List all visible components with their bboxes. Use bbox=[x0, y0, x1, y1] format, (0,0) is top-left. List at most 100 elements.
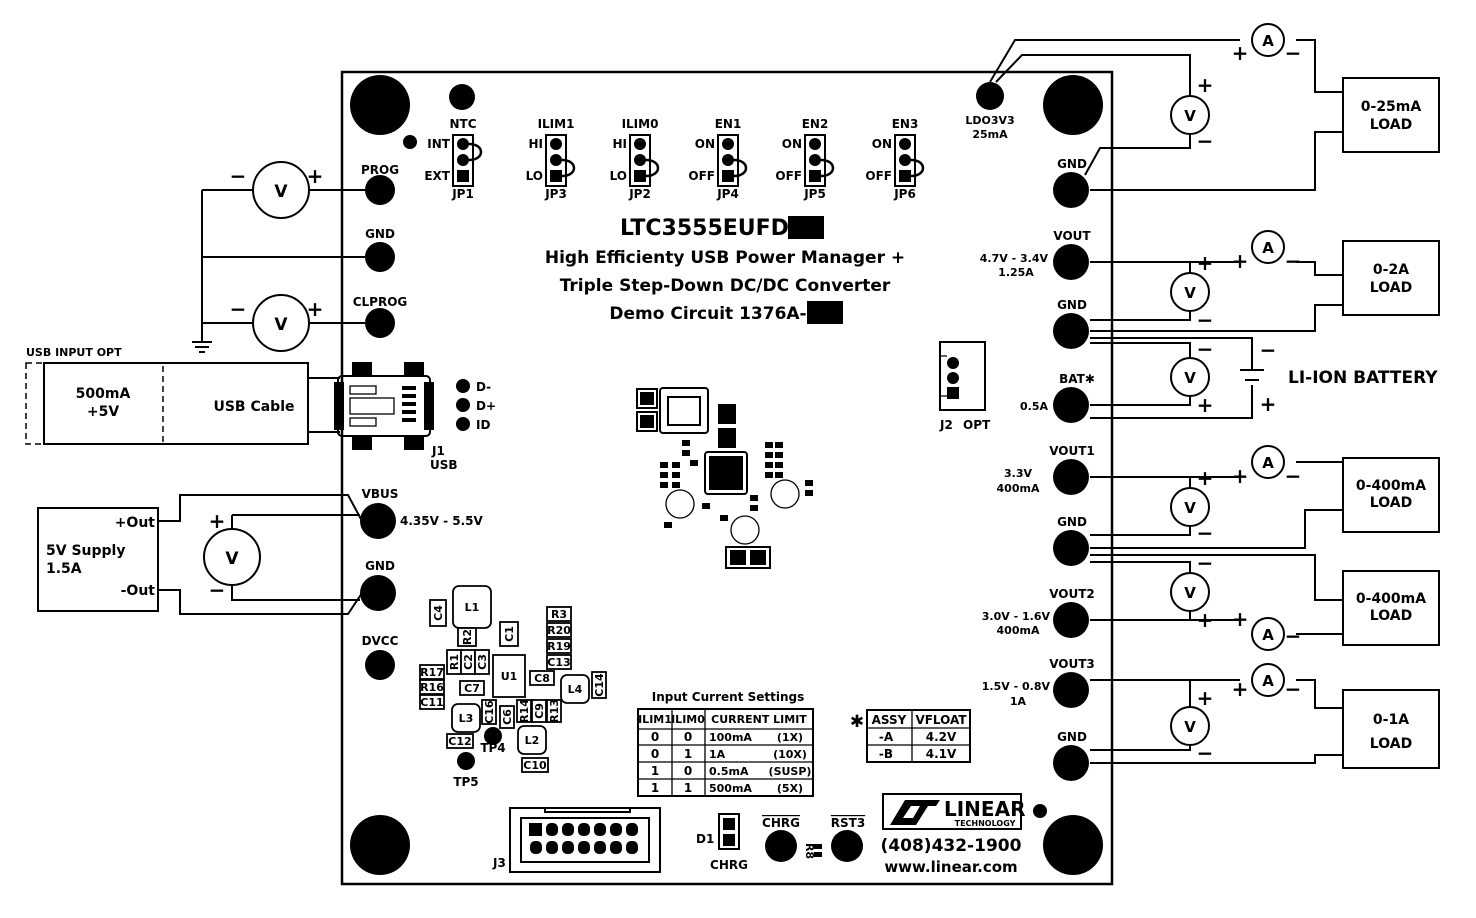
vout3-terminal[interactable] bbox=[1053, 672, 1089, 708]
j1-name: USB bbox=[430, 458, 458, 472]
bat-terminal[interactable] bbox=[1053, 387, 1089, 423]
gnd-a-label: GND bbox=[1057, 157, 1087, 171]
table-cell: 1 bbox=[651, 781, 659, 795]
vbus-label: VBUS bbox=[362, 487, 399, 501]
vout2-voltage: 3.0V - 1.6V bbox=[982, 610, 1051, 623]
component-label: L2 bbox=[525, 734, 540, 747]
plus-sign: − bbox=[1197, 337, 1214, 361]
plus-sign: + bbox=[307, 297, 324, 321]
gnd-c-terminal[interactable] bbox=[1053, 530, 1089, 566]
jumper-top-label: HI bbox=[612, 137, 627, 151]
component-c12: C12 bbox=[446, 733, 474, 749]
jumper-ref: JP4 bbox=[716, 187, 739, 201]
component-c10: C10 bbox=[521, 757, 549, 773]
gnd-d-terminal[interactable] bbox=[1053, 745, 1089, 781]
battery-label: LI-ION BATTERY bbox=[1288, 368, 1438, 388]
vbus-terminal[interactable] bbox=[360, 503, 396, 539]
rst3-label: RST3 bbox=[831, 816, 865, 830]
jumper-ref: JP3 bbox=[544, 187, 567, 201]
jumper-top-label: HI bbox=[528, 137, 543, 151]
rst3-button[interactable] bbox=[831, 830, 863, 862]
gnd1-terminal[interactable] bbox=[365, 242, 395, 272]
component-label: R1 bbox=[448, 654, 461, 670]
plus-sign: + bbox=[1232, 249, 1249, 273]
vout-range: 4.7V - 3.4V bbox=[980, 252, 1049, 265]
component-label: C9 bbox=[533, 703, 546, 719]
component-r2: R2 bbox=[457, 627, 477, 647]
title-line-2: Triple Step-Down DC/DC Converter bbox=[560, 276, 891, 296]
vout3-current: 1A bbox=[1010, 695, 1027, 708]
meter-symbol: V bbox=[1184, 107, 1196, 125]
chrg-button[interactable] bbox=[765, 830, 797, 862]
tp5-pad[interactable] bbox=[457, 752, 475, 770]
phone-number: (408)432-1900 bbox=[881, 836, 1022, 856]
load1-range: 0-25mA bbox=[1361, 99, 1422, 115]
jumper-name: EN1 bbox=[715, 117, 742, 131]
vout3-voltage: 1.5V - 0.8V bbox=[982, 680, 1051, 693]
component-l4: L4 bbox=[560, 674, 590, 704]
tp4-pad[interactable] bbox=[484, 727, 502, 745]
vout-terminal[interactable] bbox=[1053, 244, 1089, 280]
vout1-terminal[interactable] bbox=[1053, 459, 1089, 495]
load-wiring bbox=[989, 39, 1440, 769]
ldo-current: 25mA bbox=[972, 128, 1008, 141]
clprog-terminal[interactable] bbox=[365, 308, 395, 338]
meter-symbol: V bbox=[1184, 499, 1196, 517]
plus-sign: + bbox=[1232, 677, 1249, 701]
component-label: R13 bbox=[548, 699, 561, 723]
tp5-label: TP5 bbox=[453, 775, 478, 789]
table-cell: 0.5mA bbox=[709, 765, 749, 778]
gnd-b-terminal[interactable] bbox=[1053, 313, 1089, 349]
component-l2: L2 bbox=[517, 725, 547, 755]
usb-input-section: USB INPUT OPT 500mA +5V USB Cable J1 USB bbox=[25, 346, 496, 472]
chrg-label: CHRG bbox=[762, 816, 800, 830]
gnd2-terminal[interactable] bbox=[360, 575, 396, 611]
plus-sign: + bbox=[1232, 607, 1249, 631]
bottom-section: J3 D1 CHRG CHRG R8 RST3 LINEAR TECHNOLOG… bbox=[492, 793, 1025, 876]
table-header: VFLOAT bbox=[915, 713, 967, 727]
gnd-a-terminal[interactable] bbox=[1053, 172, 1089, 208]
vout1-label: VOUT1 bbox=[1049, 444, 1095, 458]
component-label: C13 bbox=[547, 656, 570, 669]
supply-section: 5V Supply 1.5A +Out -Out V + − bbox=[37, 494, 363, 615]
table-cell: 1 bbox=[651, 764, 659, 778]
component-c1: C1 bbox=[499, 621, 519, 647]
jumper-name: EN3 bbox=[892, 117, 919, 131]
meter-symbol: A bbox=[1262, 32, 1274, 50]
table-cell: (10X) bbox=[773, 748, 807, 761]
component-c6: C6 bbox=[499, 705, 515, 729]
voltmeter-icon bbox=[252, 294, 310, 352]
d-plus-label: D+ bbox=[476, 399, 496, 413]
table-header: ILIM1 bbox=[638, 713, 672, 726]
d1-label: D1 bbox=[696, 832, 714, 846]
component-label: R2 bbox=[461, 629, 474, 645]
meter-symbol: A bbox=[1262, 239, 1274, 257]
plus-sign: + bbox=[1197, 686, 1214, 710]
mounting-hole-icon bbox=[1043, 75, 1103, 135]
component-label: C2 bbox=[462, 654, 475, 670]
dvcc-terminal[interactable] bbox=[365, 650, 395, 680]
part-number: LTC3555EUFD- bbox=[620, 216, 798, 241]
vout3-label: VOUT3 bbox=[1049, 657, 1095, 671]
component-c2: C2 bbox=[460, 649, 476, 675]
ldo-terminal[interactable] bbox=[976, 82, 1004, 110]
j3-header-icon bbox=[509, 807, 661, 873]
prog-terminal[interactable] bbox=[365, 175, 395, 205]
j2-label: J2 bbox=[939, 418, 953, 432]
minus-sign: − bbox=[1285, 464, 1302, 488]
supply-out-neg: -Out bbox=[121, 583, 156, 599]
jumper-top-label: ON bbox=[695, 137, 715, 151]
plus-sign: + bbox=[1232, 41, 1249, 65]
supply-line2: 1.5A bbox=[46, 561, 82, 577]
bat-current: 0.5A bbox=[1020, 400, 1048, 413]
usb-source-line1: 500mA bbox=[76, 386, 131, 402]
vout2-terminal[interactable] bbox=[1053, 602, 1089, 638]
r8-label: R8 bbox=[803, 843, 816, 859]
load5-label: LOAD bbox=[1370, 736, 1412, 752]
